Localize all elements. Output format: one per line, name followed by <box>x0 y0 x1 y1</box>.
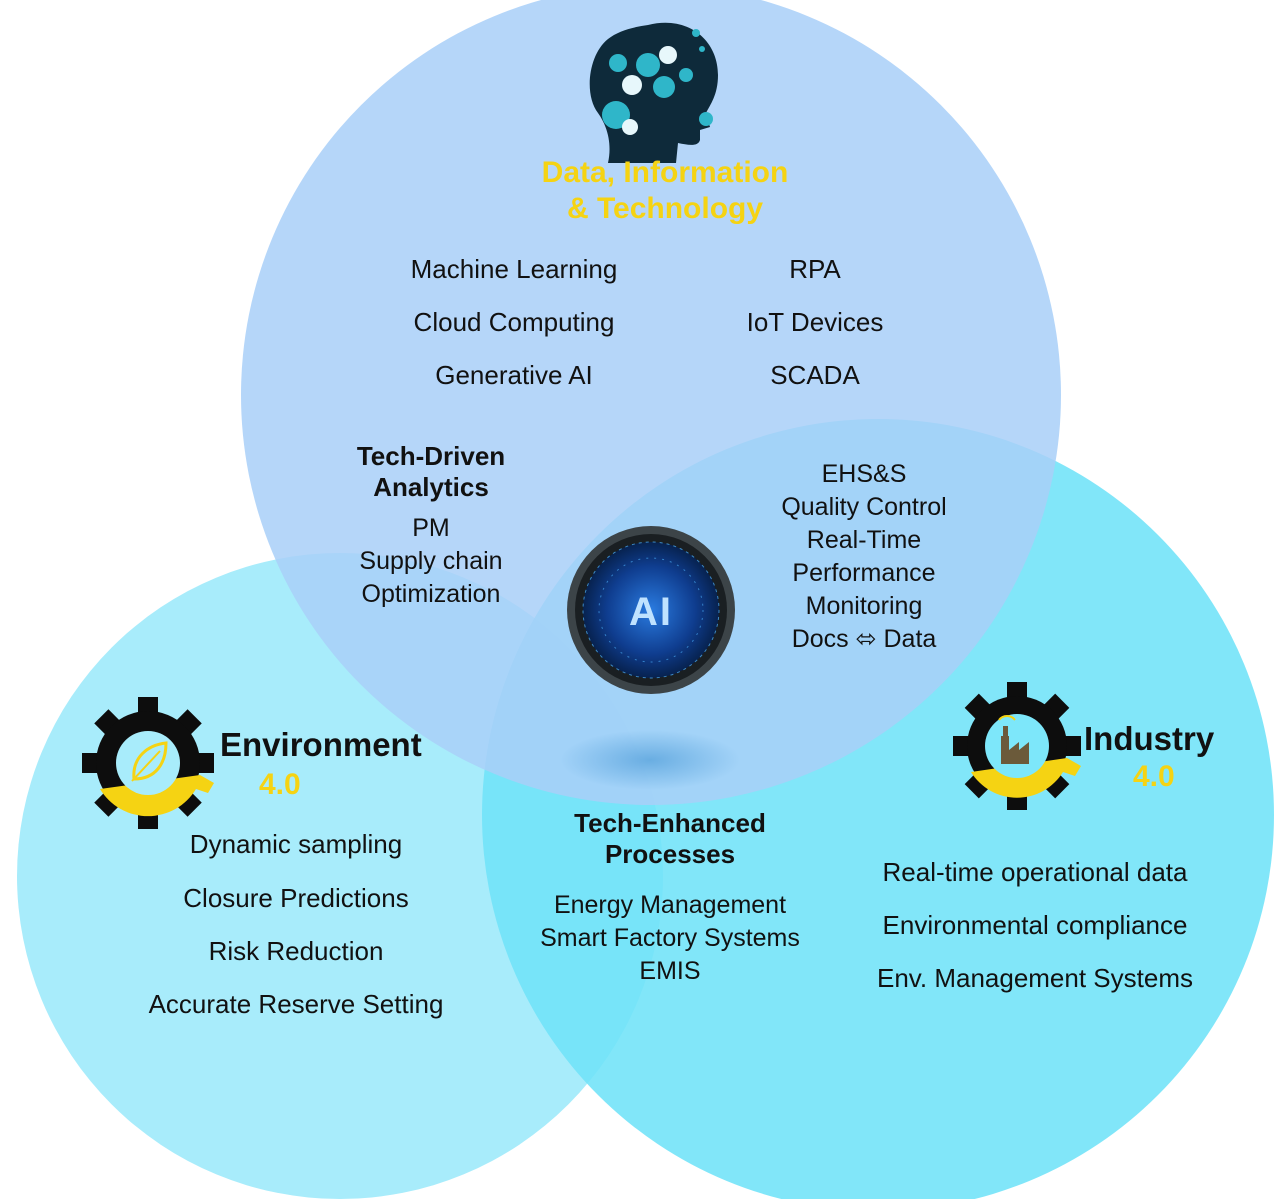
overlap-top-right-item: Quality Control <box>781 493 947 521</box>
top-right-item: RPA <box>789 254 841 284</box>
top-left-item: Generative AI <box>435 360 593 390</box>
overlap-left-right-item: Smart Factory Systems <box>540 924 800 953</box>
gear-leaf-icon <box>82 697 214 829</box>
overlap-top-left-item: Optimization <box>361 580 501 609</box>
top-left-item: Machine Learning <box>410 254 618 284</box>
left-item: Dynamic sampling <box>189 829 403 859</box>
overlap-top-right: EHS&S Quality Control Real-Time Performa… <box>781 458 946 656</box>
overlap-left-right-item: EMIS <box>639 957 701 986</box>
head-gears-icon <box>589 22 718 163</box>
ai-badge-label: AI <box>629 590 673 634</box>
left-item: Closure Predictions <box>183 883 409 913</box>
right-item: Env. Management Systems <box>877 963 1193 993</box>
top-circle <box>241 0 1061 805</box>
left-title: Environment <box>220 726 422 763</box>
overlap-left-right-title-line1: Tech-Enhanced <box>574 808 766 838</box>
top-title: Data, Information & Technology <box>534 155 796 227</box>
overlap-top-right-item: Real-Time <box>806 526 922 554</box>
left-item: Risk Reduction <box>208 936 384 966</box>
left-item: Accurate Reserve Setting <box>148 989 444 1019</box>
overlap-left-right-title-line2: Processes <box>604 838 736 869</box>
overlap-top-left-item: PM <box>412 514 450 543</box>
overlap-top-right-item: Performance <box>792 559 936 587</box>
overlap-top-left-title-line2: Analytics <box>373 471 489 502</box>
top-title-line2: & Technology <box>566 192 764 225</box>
right-item: Real-time operational data <box>882 857 1188 887</box>
overlap-left-right: Tech-Enhanced Processes Energy Managemen… <box>540 808 800 988</box>
center-shadow <box>560 730 740 790</box>
right-item: Environmental compliance <box>882 910 1188 940</box>
overlap-top-left: Tech-Driven Analytics PM Supply chain Op… <box>357 441 505 611</box>
overlap-left-right-item: Energy Management <box>553 891 787 920</box>
top-right-item: IoT Devices <box>746 307 884 337</box>
gear-factory-icon <box>953 682 1081 810</box>
overlap-top-right-item: Monitoring <box>805 592 923 620</box>
overlap-top-left-item: Supply chain <box>359 547 503 576</box>
top-title-line1: Data, Information <box>541 156 789 189</box>
top-right-item: SCADA <box>770 360 860 390</box>
overlap-top-right-item: Docs ⬄ Data <box>791 625 937 653</box>
overlap-top-right-item: EHS&S <box>821 460 907 488</box>
ai-chip-icon <box>567 526 735 694</box>
right-version: 4.0 <box>1133 760 1175 793</box>
left-version: 4.0 <box>259 768 301 801</box>
right-title: Industry <box>1084 720 1215 757</box>
overlap-top-left-title-line1: Tech-Driven <box>356 441 506 471</box>
top-left-item: Cloud Computing <box>413 307 615 337</box>
